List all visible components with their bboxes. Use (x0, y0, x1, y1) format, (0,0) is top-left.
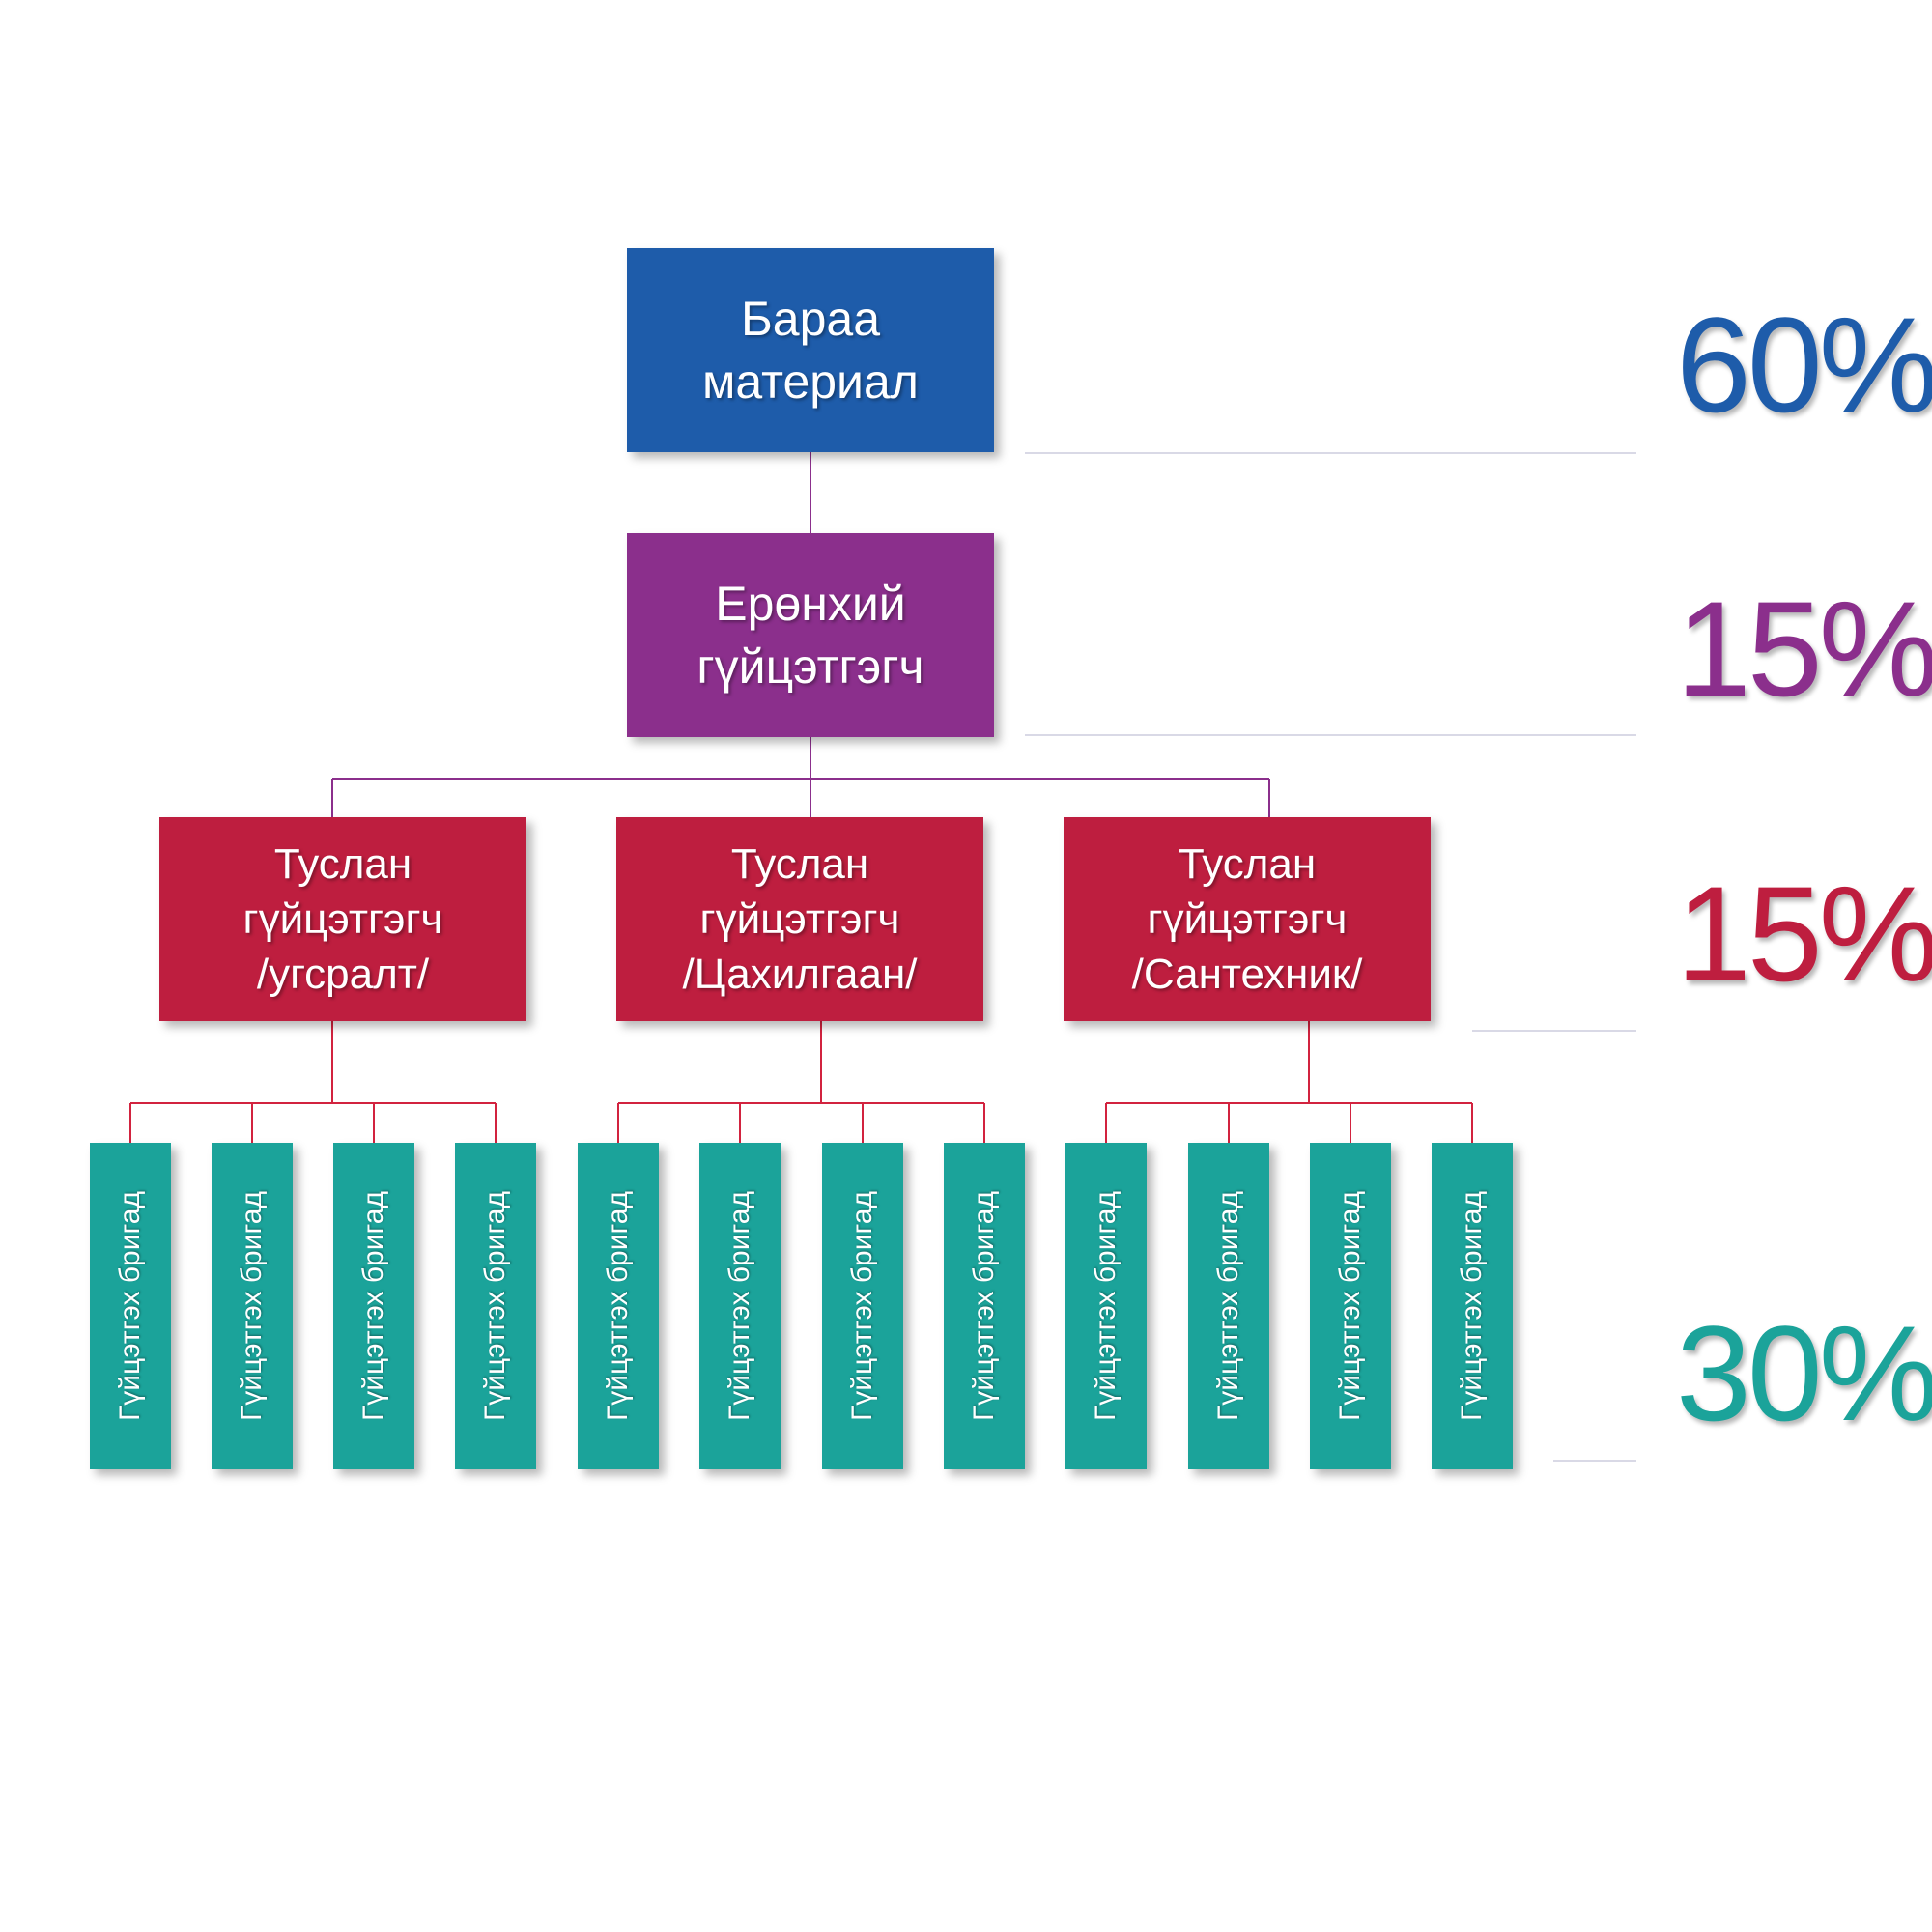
node-brigade: Гүйцэтгэх бригад (1065, 1143, 1147, 1469)
node-assistant-electrical: Туслан гүйцэтгэгч /Цахилгаан/ (616, 817, 983, 1021)
brigade-label: Гүйцэтгэх бригад (357, 1191, 389, 1421)
brigade-label: Гүйцэтгэх бригад (1212, 1191, 1244, 1421)
percentage-assistants: 15% (1676, 858, 1932, 1009)
brigade-label: Гүйцэтгэх бригад (479, 1191, 511, 1421)
node-general-contractor: Ерөнхий гүйцэтгэгч (627, 533, 994, 737)
node-assistant-plumbing: Туслан гүйцэтгэгч /Сантехник/ (1064, 817, 1431, 1021)
brigade-label: Гүйцэтгэх бригад (846, 1191, 878, 1421)
node-brigade: Гүйцэтгэх бригад (1432, 1143, 1513, 1469)
node-materials: Бараа материал (627, 248, 994, 452)
node-brigade: Гүйцэтгэх бригад (333, 1143, 414, 1469)
node-materials-label: Бараа материал (702, 291, 919, 409)
node-brigade: Гүйцэтгэх бригад (212, 1143, 293, 1469)
brigade-label: Гүйцэтгэх бригад (1456, 1191, 1488, 1421)
brigade-label: Гүйцэтгэх бригад (968, 1191, 1000, 1421)
node-brigade: Гүйцэтгэх бригад (822, 1143, 903, 1469)
percentage-general: 15% (1676, 573, 1932, 724)
node-brigade: Гүйцэтгэх бригад (699, 1143, 781, 1469)
node-assistant-label: Туслан гүйцэтгэгч /угсралт/ (242, 839, 443, 999)
node-brigade: Гүйцэтгэх бригад (944, 1143, 1025, 1469)
node-brigade: Гүйцэтгэх бригад (1310, 1143, 1391, 1469)
brigade-label: Гүйцэтгэх бригад (602, 1191, 634, 1421)
brigade-label: Гүйцэтгэх бригад (1090, 1191, 1122, 1421)
node-general-label: Ерөнхий гүйцэтгэгч (696, 576, 924, 694)
brigade-label: Гүйцэтгэх бригад (236, 1191, 268, 1421)
node-assistant-label: Туслан гүйцэтгэгч /Сантехник/ (1131, 839, 1363, 999)
brigade-label: Гүйцэтгэх бригад (1334, 1191, 1366, 1421)
node-brigade: Гүйцэтгэх бригад (578, 1143, 659, 1469)
node-brigade: Гүйцэтгэх бригад (455, 1143, 536, 1469)
brigade-label: Гүйцэтгэх бригад (724, 1191, 755, 1421)
node-brigade: Гүйцэтгэх бригад (1188, 1143, 1269, 1469)
node-assistant-assembly: Туслан гүйцэтгэгч /угсралт/ (159, 817, 526, 1021)
node-assistant-label: Туслан гүйцэтгэгч /Цахилгаан/ (682, 839, 918, 999)
brigade-label: Гүйцэтгэх бригад (114, 1191, 146, 1421)
percentage-brigades: 30% (1676, 1297, 1932, 1449)
percentage-materials: 60% (1676, 289, 1932, 440)
node-brigade: Гүйцэтгэх бригад (90, 1143, 171, 1469)
